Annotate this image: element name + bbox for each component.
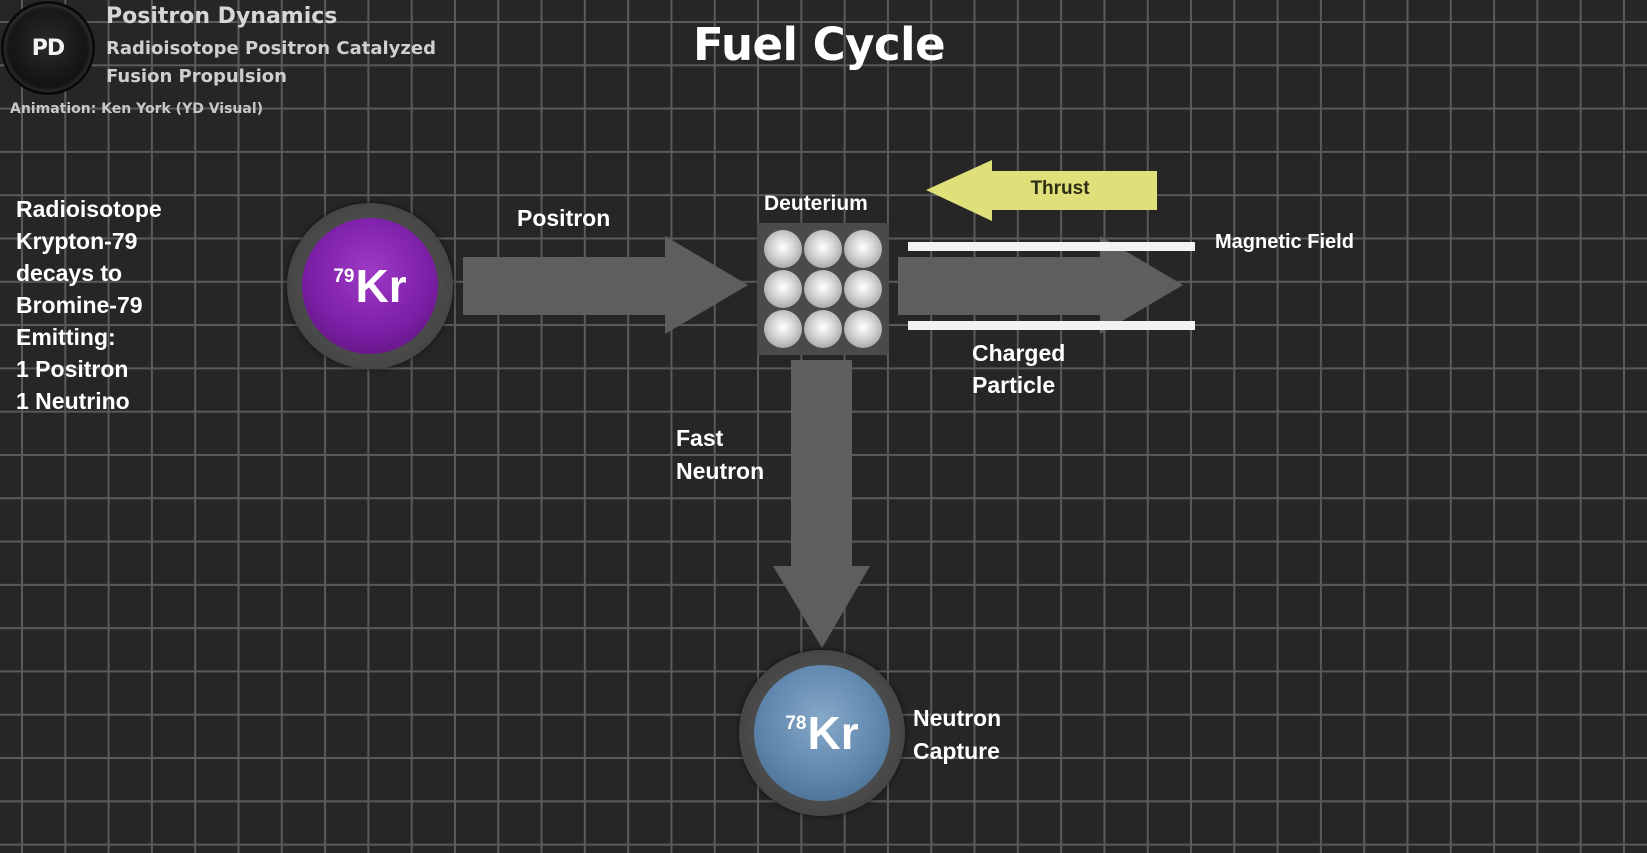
- kr79-element: Kr: [355, 260, 407, 312]
- fast-neutron-label: Fast Neutron: [676, 422, 816, 488]
- kr78-atom: 78Kr: [754, 665, 890, 801]
- deuterium-ball: [844, 270, 882, 308]
- decay-line: Bromine-79: [16, 292, 143, 318]
- kr79-symbol: 79Kr: [333, 259, 406, 313]
- deuterium-label: Deuterium: [764, 192, 868, 215]
- neutron-capture-line: Neutron: [913, 705, 1002, 731]
- deuterium-ball: [804, 230, 842, 268]
- deuterium-ball: [804, 270, 842, 308]
- decay-line: Krypton-79: [16, 228, 138, 254]
- fast-neutron-arrow: [773, 360, 870, 648]
- kr78-mass-number: 78: [785, 712, 807, 734]
- kr79-mass-number: 79: [333, 265, 355, 287]
- decay-description: Radioisotope Krypton-79 decays to Bromin…: [16, 193, 216, 417]
- positron-label: Positron: [517, 205, 611, 231]
- neutron-capture-label: Neutron Capture: [913, 702, 1053, 768]
- kr78-symbol: 78Kr: [785, 706, 858, 760]
- thrust-arrow: [926, 160, 1157, 221]
- decay-line: Radioisotope: [16, 196, 162, 222]
- deuterium-ball: [804, 310, 842, 348]
- neutron-capture-line: Capture: [913, 738, 1000, 764]
- deuterium-ball: [844, 310, 882, 348]
- brand-subtitle: Radioisotope Positron Catalyzed Fusion P…: [106, 38, 436, 87]
- decay-line: decays to: [16, 260, 123, 286]
- deuterium-ball: [764, 270, 802, 308]
- positron-arrow: [463, 236, 748, 334]
- magnetic-field-line-top: [908, 242, 1195, 251]
- magnetic-field-line-bottom: [908, 321, 1195, 330]
- charged-particle-label: Charged Particle: [972, 337, 1132, 401]
- pd-logo-icon: PD: [4, 4, 92, 92]
- page-title: Fuel Cycle: [693, 18, 946, 71]
- thrust-label: Thrust: [1030, 178, 1090, 199]
- charged-particle-line: Particle: [972, 372, 1056, 398]
- decay-line: 1 Positron: [16, 356, 129, 382]
- charged-particle-line: Charged: [972, 340, 1066, 366]
- fast-neutron-line: Fast: [676, 425, 724, 451]
- kr79-atom: 79Kr: [302, 218, 438, 354]
- decay-line: Emitting:: [16, 324, 116, 350]
- kr78-element: Kr: [807, 707, 859, 759]
- charged-particle-arrow: [898, 236, 1183, 334]
- decay-line: 1 Neutrino: [16, 388, 130, 414]
- brand-title: Positron Dynamics: [106, 4, 338, 29]
- fast-neutron-line: Neutron: [676, 458, 765, 484]
- magnetic-field-label: Magnetic Field: [1215, 231, 1354, 253]
- deuterium-ball: [764, 230, 802, 268]
- animation-credit: Animation: Ken York (YD Visual): [10, 101, 264, 117]
- deuterium-nucleus-icon: [757, 223, 889, 355]
- deuterium-ball: [764, 310, 802, 348]
- deuterium-ball: [844, 230, 882, 268]
- logo-text: PD: [31, 35, 65, 61]
